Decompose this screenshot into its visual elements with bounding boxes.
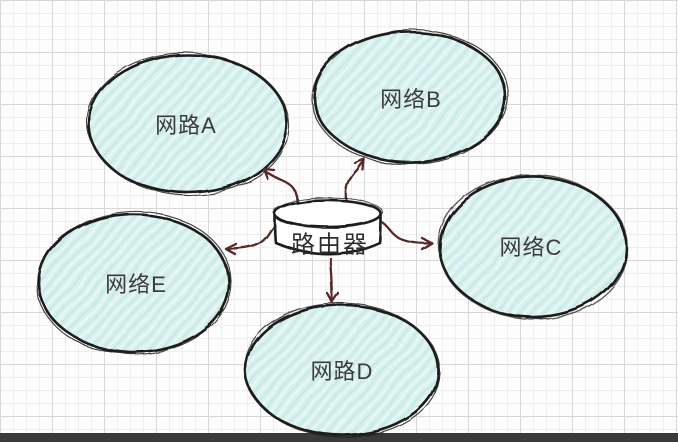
network-c-node (438, 175, 628, 319)
network-c-label: 网络C (499, 235, 563, 260)
edge-router-to-c (381, 221, 434, 251)
network-d-label: 网路D (310, 359, 374, 384)
network-e-node (37, 212, 231, 354)
network-a-node (87, 53, 289, 195)
network-b-label: 网络B (380, 87, 442, 112)
router-cylinder-top-overstroke (272, 197, 384, 229)
network-e-label: 网络E (105, 272, 167, 297)
edge-router-to-e (224, 220, 279, 257)
edge-router-to-d (325, 256, 340, 304)
network-b-node-overstroke (311, 29, 509, 165)
network-d-node (244, 303, 440, 437)
network-a-label: 网路A (155, 113, 217, 138)
network-c-node-overstroke (437, 174, 629, 320)
network-b-node (312, 30, 508, 164)
edge-router-to-b (345, 157, 366, 203)
edge-router-to-a (262, 167, 299, 205)
network-d-node-overstroke (243, 302, 441, 438)
router-cylinder-top (273, 199, 383, 229)
network-a-node-overstroke (86, 52, 290, 196)
network-e-node-overstroke (36, 211, 232, 355)
router-label: 路由器 (291, 231, 369, 259)
